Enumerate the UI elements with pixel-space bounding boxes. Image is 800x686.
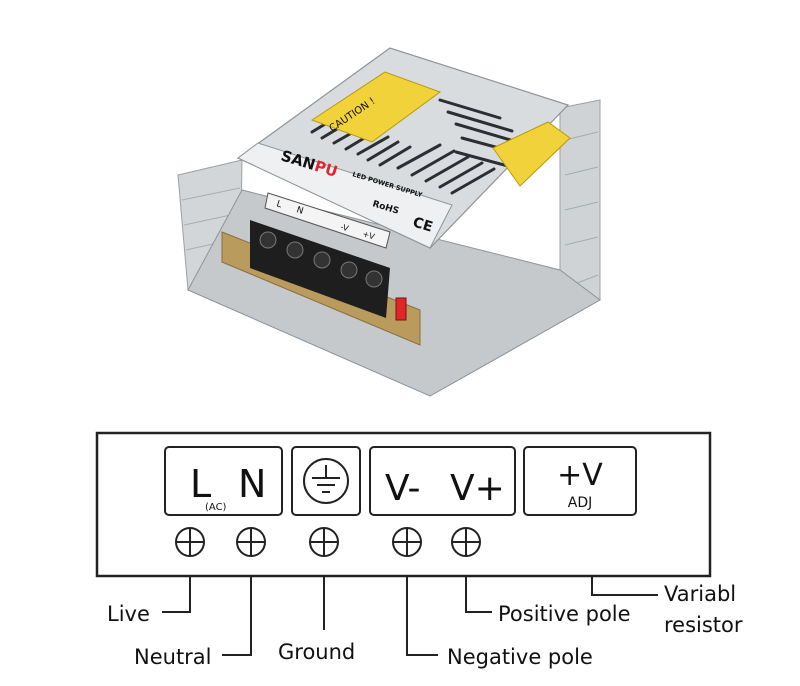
power-supply-photo: CAUTION ! SANPU LED POWER SUPPLY RoHS CE… [177, 47, 601, 397]
ground-box [291, 446, 361, 516]
svg-text:L: L [275, 199, 283, 210]
caution-sticker: CAUTION ! [310, 71, 442, 143]
svg-text:-V: -V [339, 222, 350, 233]
leader-lines [162, 576, 658, 656]
ce-mark: CE [411, 215, 435, 236]
callout-live: Live [107, 602, 150, 626]
callout-positive-pole: Positive pole [498, 602, 631, 626]
screw-ground-icon [309, 527, 339, 557]
front-label-plate [237, 142, 453, 249]
callout-negative-pole: Negative pole [447, 645, 593, 669]
callout-variable-line2: resistor [664, 613, 743, 637]
ac-input-box [164, 446, 283, 516]
callout-ground: Ground [278, 640, 355, 664]
label-v-plus: V+ [450, 468, 505, 509]
label-v-minus: V- [385, 468, 421, 509]
svg-text:+V: +V [361, 229, 376, 241]
dc-output-box [369, 446, 516, 516]
label-ac: (AC) [205, 502, 227, 513]
label-neutral-N: N [238, 462, 266, 506]
screw-live-icon [175, 527, 205, 557]
svg-text:N: N [295, 205, 304, 217]
adjust-potentiometer [395, 297, 407, 321]
label-adj: ADJ [568, 495, 593, 511]
callout-variable-line1: Variabl [664, 582, 736, 606]
terminal-label-strip: L N -V +V [264, 192, 391, 249]
label-live-L: L [190, 462, 211, 506]
ground-icon [303, 458, 349, 504]
screw-neutral-icon [236, 527, 266, 557]
spec-sticker [492, 121, 571, 187]
terminal-block [250, 220, 390, 318]
adj-box [523, 446, 637, 516]
screw-negative-icon [392, 527, 422, 557]
callout-neutral: Neutral [134, 645, 212, 669]
screw-positive-icon [451, 527, 481, 557]
label-adj-plus-v: +V [557, 458, 603, 493]
